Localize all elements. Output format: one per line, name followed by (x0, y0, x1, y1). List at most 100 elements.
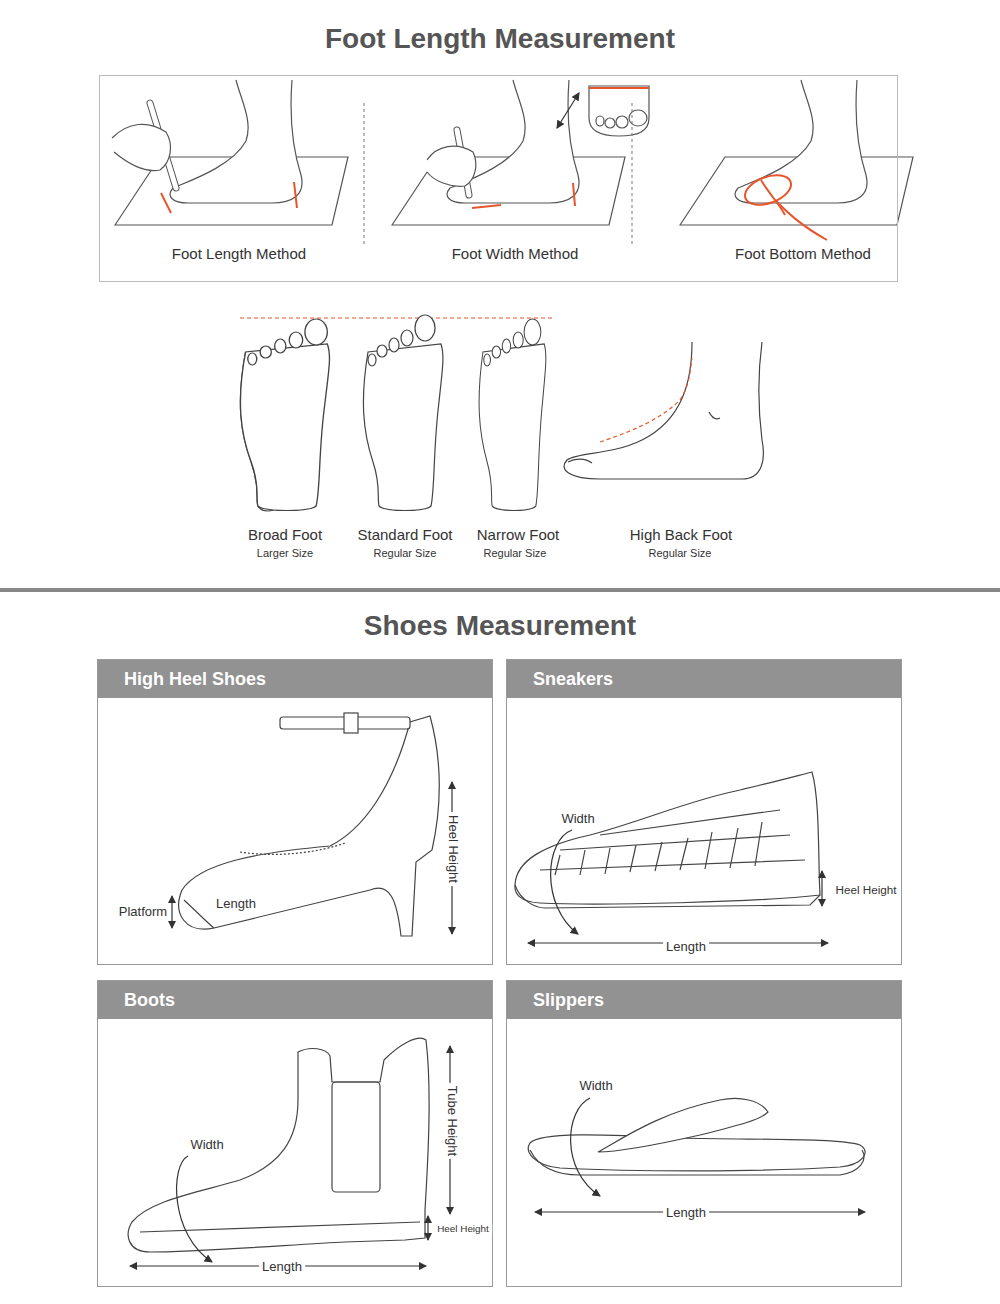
foot-bottom-sketch (775, 200, 827, 240)
panel-separator (632, 103, 633, 245)
sneaker-shoe (515, 772, 828, 943)
sneaker-shoe (555, 822, 762, 875)
method-name: Foot Width Method (452, 245, 579, 262)
narrow-foot-outline (479, 319, 546, 511)
foot-width-sketch (557, 93, 579, 128)
foot-width-sketch (596, 116, 604, 126)
toe-reference-line (240, 318, 552, 319)
high-back-foot-outline (568, 459, 592, 463)
method-name: Foot Bottom Method (735, 245, 871, 262)
high-back-foot-outline (564, 342, 763, 479)
dimension-label: Length (259, 1260, 305, 1275)
foot-length-sketch (161, 193, 171, 213)
dimension-label: Length (213, 897, 259, 912)
foot-width-sketch (392, 80, 649, 225)
shoe-panel: SlippersWidthLength (506, 980, 902, 1287)
high-back-foot-outline (709, 412, 720, 419)
dimension-label: Length (663, 1206, 709, 1221)
standard-foot-outline (363, 315, 443, 511)
high-heel-shoe (184, 900, 214, 928)
standard-foot-outline (377, 345, 387, 357)
boot-shoe (177, 1156, 212, 1262)
dimension-label: Tube Height (445, 1083, 460, 1159)
sneaker-shoe (551, 830, 578, 934)
panel-separator (364, 103, 365, 245)
panel-title: Boots (124, 990, 175, 1011)
broad-foot-outline (248, 353, 257, 365)
panel-title: Sneakers (533, 669, 613, 690)
dimension-label: Length (663, 940, 709, 955)
foot-bottom-sketch (761, 180, 785, 215)
foot-type-name: Narrow Foot (477, 526, 560, 543)
foot-bottom-sketch (680, 80, 913, 240)
panel-header: Slippers (507, 981, 901, 1019)
foot-width-sketch (573, 183, 575, 206)
slipper-shoe (598, 1099, 768, 1153)
panel-header: Sneakers (507, 660, 901, 698)
boot-shoe (332, 1082, 380, 1192)
standard-foot-outline (389, 338, 399, 352)
narrow-foot-outline (524, 319, 541, 345)
narrow-foot-outline (513, 332, 523, 348)
broad-foot-outline (260, 346, 271, 358)
broad-foot-outline (275, 339, 286, 353)
foot-length-sketch (294, 182, 297, 208)
dimension-label: Platform (116, 905, 170, 920)
boot-shoe (140, 1222, 420, 1232)
high-heel-shoe (240, 843, 345, 854)
size-advice: Regular Size (374, 547, 437, 560)
panel-title: Slippers (533, 990, 604, 1011)
high-heel-shoe (171, 896, 172, 928)
foot-bottom-sketch (735, 80, 867, 203)
narrow-foot-outline (492, 346, 500, 358)
sneaker-shoe (821, 871, 822, 906)
dimension-label: Heel Height (446, 812, 461, 886)
foot-length-sketch (170, 80, 302, 203)
boot-shoe (128, 1038, 429, 1252)
broad-foot-outline (305, 319, 327, 345)
narrow-foot-outline (484, 354, 491, 366)
size-advice: Regular Size (484, 547, 547, 560)
foot-type-name: Broad Foot (248, 526, 322, 543)
high-heel-shoe (172, 713, 452, 936)
foot-width-sketch (616, 116, 628, 128)
sneaker-shoe (515, 885, 820, 908)
standard-foot-outline (415, 315, 435, 341)
broad-foot-outline (289, 332, 302, 348)
panel-header: Boots (98, 981, 492, 1019)
section-heading: Shoes Measurement (364, 610, 636, 642)
sneaker-shoe (540, 810, 805, 870)
panel-header: High Heel Shoes (98, 660, 492, 698)
slipper-shoe (571, 1098, 600, 1196)
boot-shoe (128, 1038, 450, 1266)
standard-foot-outline (368, 354, 376, 366)
method-name: Foot Length Method (172, 245, 306, 262)
dimension-label: Heel Height (434, 1223, 492, 1234)
foot-length-sketch (112, 80, 348, 225)
shoe-panel: SneakersWidthHeel HeightLength (506, 659, 902, 965)
dimension-label: Heel Height (832, 883, 899, 896)
foot-width-sketch (427, 146, 476, 186)
foot-type-name: Standard Foot (357, 526, 452, 543)
dimension-label: Width (576, 1079, 615, 1094)
foot-width-sketch (472, 205, 501, 208)
foot-length-sketch (112, 124, 171, 170)
high-heel-shoe (344, 713, 358, 733)
foot-width-sketch (605, 118, 615, 128)
high-heel-shoe (179, 716, 439, 936)
foot-width-sketch (589, 87, 649, 89)
narrow-foot-outline (479, 344, 546, 511)
method-panel: Foot Length Method Foot Width Method Foot … (99, 75, 898, 282)
foot-type-name: High Back Foot (630, 526, 733, 543)
standard-foot-outline (363, 344, 443, 511)
standard-foot-outline (401, 330, 413, 346)
panel-title: High Heel Shoes (124, 669, 266, 690)
narrow-foot-outline (502, 339, 510, 353)
size-advice: Larger Size (257, 547, 313, 560)
dimension-label: Width (558, 812, 597, 827)
slipper-shoe (530, 1150, 864, 1175)
slipper-shoe (528, 1098, 865, 1212)
high-back-foot-outline (564, 342, 763, 479)
